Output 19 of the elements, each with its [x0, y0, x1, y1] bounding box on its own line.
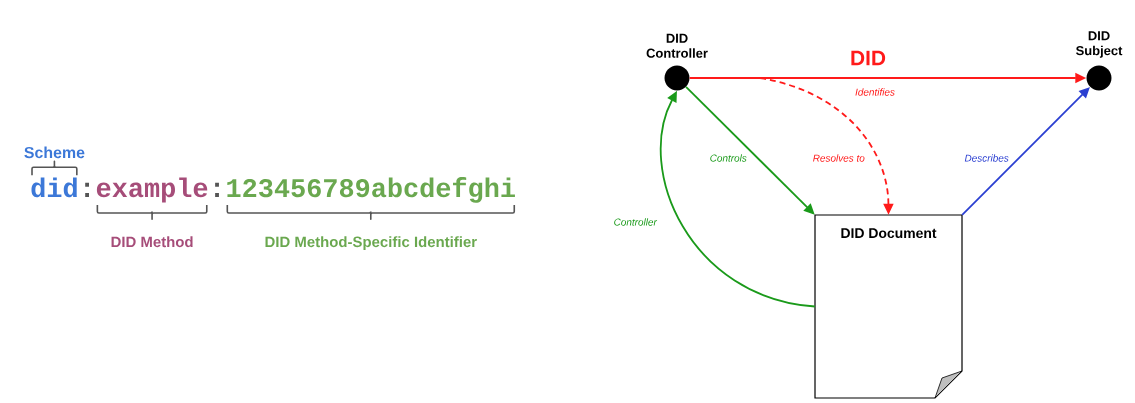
code-text: :: [215, 182, 219, 197]
code-text: did: [31, 177, 77, 198]
method-label: DID Method: [111, 236, 193, 248]
code-text: example: [96, 177, 208, 203]
edge-label: DID: [849, 49, 887, 67]
code-text: :: [85, 182, 89, 197]
arrow: [685, 86, 815, 215]
edge-label: Describes: [963, 153, 1010, 163]
edge-label: Controls: [708, 153, 748, 163]
scheme-label: Scheme: [24, 146, 85, 159]
code-text: 123456789abcdefghi: [227, 177, 515, 203]
identifier-label: DID Method-Specific Identifier: [265, 236, 477, 251]
edge-label: Controller: [612, 217, 658, 227]
document-box: DID Document: [814, 214, 963, 399]
edge-label: Resolves to: [811, 153, 866, 163]
arrow: [961, 87, 1090, 216]
annotation: Identifies: [854, 87, 896, 97]
node-label: DID Subject: [1075, 31, 1123, 58]
node-label: DID Controller: [646, 33, 708, 58]
